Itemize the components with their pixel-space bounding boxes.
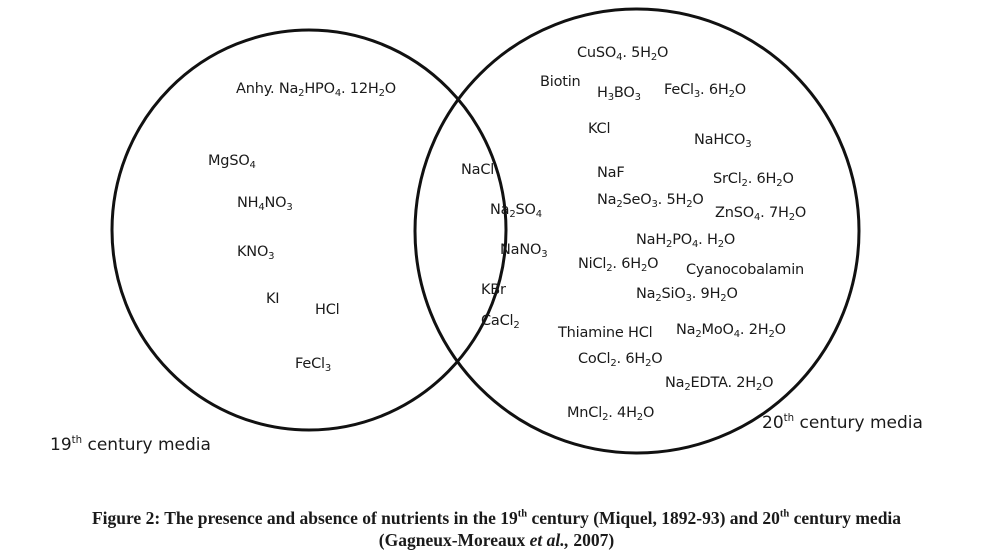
label-20th-century-media: 20th century media [762, 412, 923, 433]
nutrient-hcl: HCl [315, 302, 340, 318]
nutrient-nh4no3: NH4NO3 [237, 195, 293, 213]
nutrient-kno3: KNO3 [237, 244, 275, 262]
circle-20th-century [413, 7, 861, 455]
figure-caption-line2: (Gagneux-Moreaux et al., 2007) [378, 530, 615, 550]
nutrient-cuso4: CuSO4. 5H2O [577, 45, 669, 63]
nutrient-cocl2: CoCl2. 6H2O [578, 351, 663, 369]
nutrient-fecl3-6h2o: FeCl3. 6H2O [664, 82, 746, 100]
nutrient-na2seo3: Na2SeO3. 5H2O [597, 192, 704, 210]
nutrient-kbr: KBr [481, 282, 506, 298]
nutrient-cyanocobalamin: Cyanocobalamin [686, 262, 805, 278]
nutrient-na2moo4: Na2MoO4. 2H2O [676, 322, 786, 340]
nutrient-anhy-na2hpo4: Anhy. Na2HPO4. 12H2O [236, 81, 396, 99]
nutrient-nah2po4: NaH2PO4. H2O [636, 232, 736, 250]
nutrient-nicl2: NiCl2. 6H2O [578, 256, 659, 274]
circle-19th-century [110, 28, 508, 432]
nutrient-srcl2: SrCl2. 6H2O [713, 171, 794, 189]
figure-caption-line1: Figure 2: The presence and absence of nu… [91, 508, 902, 528]
label-19th-century-media: 19th century media [50, 434, 211, 455]
nutrient-znso4: ZnSO4. 7H2O [715, 205, 807, 223]
nutrient-mncl2: MnCl2. 4H2O [567, 405, 655, 423]
nutrient-nahco3: NaHCO3 [694, 132, 752, 150]
nutrient-biotin: Biotin [540, 74, 581, 90]
nutrient-mgso4: MgSO4 [208, 153, 256, 171]
nutrient-thiamine-hcl: Thiamine HCl [558, 325, 653, 341]
nutrient-nano3: NaNO3 [500, 242, 548, 260]
nutrient-ki: KI [266, 291, 280, 307]
nutrient-fecl3: FeCl3 [295, 356, 331, 374]
nutrient-cacl2: CaCl2 [481, 313, 520, 331]
nutrient-kcl: KCl [588, 121, 611, 137]
nutrient-na2so4: Na2SO4 [490, 202, 542, 220]
nutrient-naf: NaF [597, 165, 625, 181]
nutrient-na2sio3: Na2SiO3. 9H2O [636, 286, 738, 304]
nutrient-nacl: NaCl [461, 162, 495, 178]
nutrient-h3bo3: H3BO3 [597, 85, 641, 103]
nutrient-na2edta: Na2EDTA. 2H2O [665, 375, 774, 393]
